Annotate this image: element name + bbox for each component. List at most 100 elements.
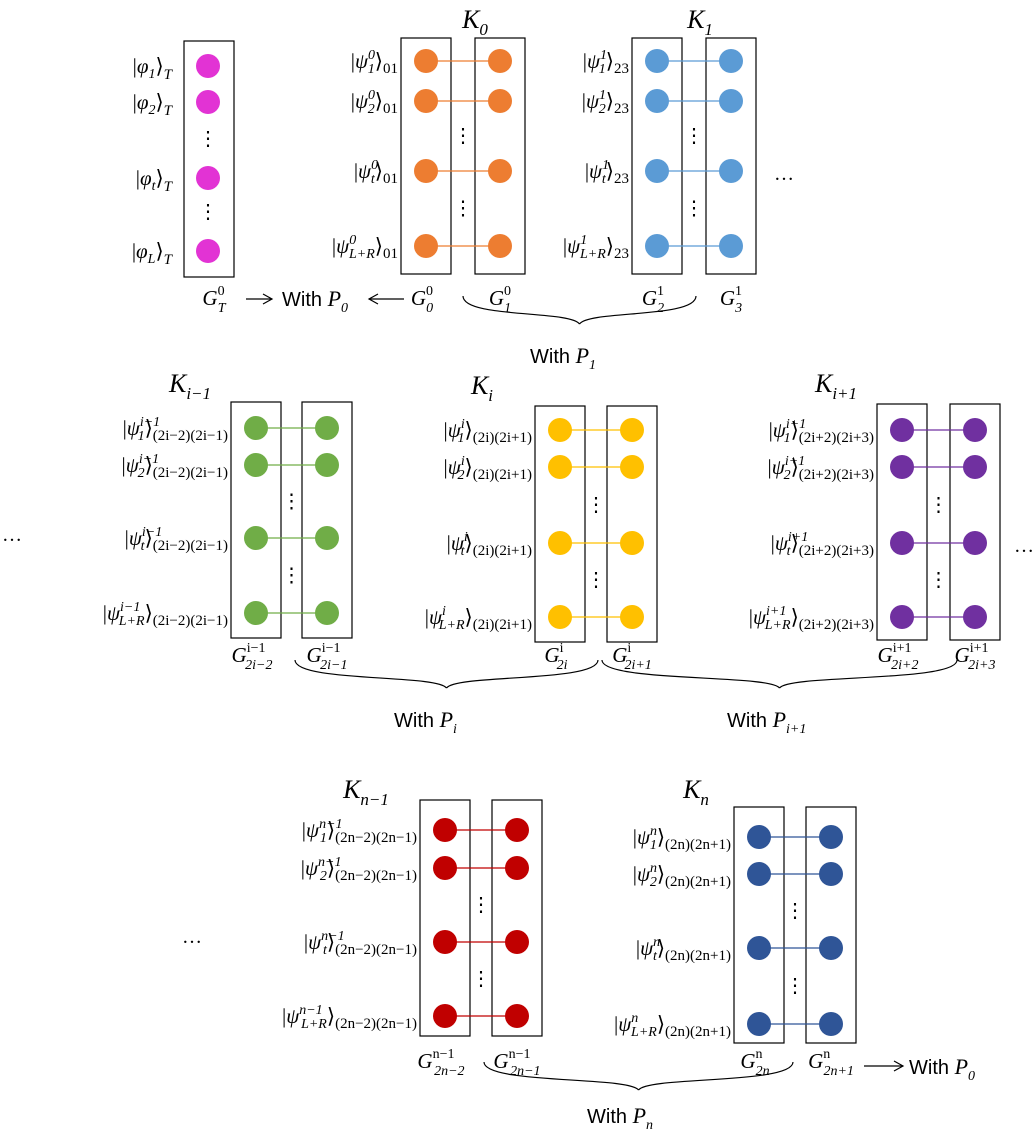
qubit-node [963,605,987,629]
tenant-box [183,40,235,278]
qubit-node [433,856,457,880]
qubit-node [963,455,987,479]
qubit-node [548,531,572,555]
qubit-node [645,49,669,73]
block-title-k_ip1: Ki+1 [814,369,857,403]
qubit-node [433,930,457,954]
tenant-qubit-node [196,166,220,190]
block-k1 [631,37,757,275]
qubit-node [719,89,743,113]
with-pip1-label: With Pi+1 [727,707,806,737]
qubit-node [244,416,268,440]
qubit-node [819,1012,843,1036]
qubit-node [414,49,438,73]
vdots: ⋮ [586,569,606,591]
qubit-node [719,49,743,73]
block-k_i [534,405,658,643]
vdots: ⋮ [785,900,805,922]
arrow-to-p0-head [262,293,274,305]
qubit-node [315,416,339,440]
qubit-node [620,531,644,555]
vdots: ⋮ [198,128,218,150]
brace-pi [294,659,599,689]
qubit-node [747,936,771,960]
qubit-node [548,418,572,442]
qubit-node [548,605,572,629]
group-box-left [400,37,452,275]
group-box-left [419,799,471,1037]
vdots: ⋮ [684,198,704,220]
qubit-node [890,418,914,442]
vdots: ⋮ [929,494,949,516]
block-k_nm1 [419,799,543,1037]
group-box-left [534,405,586,643]
qubit-node [819,825,843,849]
qubit-node [719,159,743,183]
qubit-node [244,601,268,625]
qubit-node [488,49,512,73]
arrow-to-p0-final-head [893,1060,905,1072]
qubit-node [747,825,771,849]
block-title-k_im1: Ki−1 [168,369,211,403]
hdots: … [182,926,202,948]
group-box-right [949,403,1001,641]
qubit-node [890,605,914,629]
qubit-node [414,89,438,113]
vdots: ⋮ [453,198,473,220]
qubit-node [963,531,987,555]
qubit-node [488,159,512,183]
block-title-k_i: Ki [470,371,493,405]
qubit-node [747,1012,771,1036]
vdots: ⋮ [684,125,704,147]
qubit-node [433,1004,457,1028]
brace-pip1 [601,659,958,689]
qubit-node [315,453,339,477]
qubit-node [505,818,529,842]
vdots: ⋮ [453,125,473,147]
block-title-k0: K0 [461,5,488,39]
block-k_n [733,806,857,1044]
tenant-qubit-node [196,90,220,114]
group-box-right [705,37,757,275]
qubit-node [315,526,339,550]
with-pn-label: With Pn [587,1103,653,1133]
qubit-node [414,159,438,183]
qubit-node [645,234,669,258]
qubit-node [890,455,914,479]
hdots: … [774,163,794,185]
block-k_im1 [230,401,353,639]
tenant-state-label: |φL⟩T [132,239,174,268]
vdots: ⋮ [471,968,491,990]
group-box-left [733,806,785,1044]
vdots: ⋮ [282,565,302,587]
tenant-state-label: |φ2⟩T [133,90,174,119]
qubit-node [819,936,843,960]
